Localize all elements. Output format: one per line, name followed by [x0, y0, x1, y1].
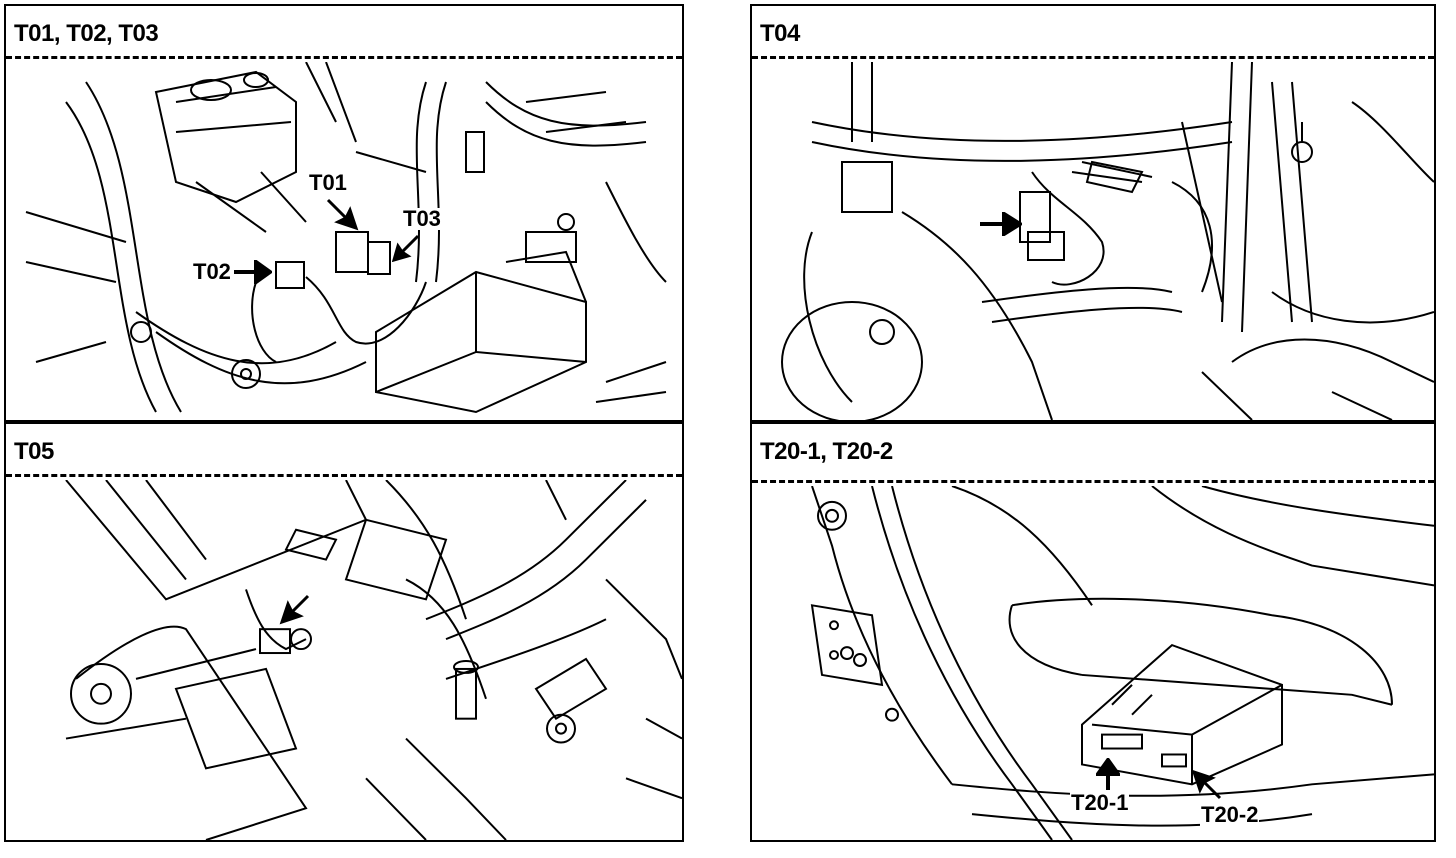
pointer-arrow-icon [1192, 770, 1222, 800]
panel-t04: T04 [750, 4, 1436, 422]
firewall-illustration [752, 62, 1434, 420]
panel-title: T05 [14, 438, 54, 465]
callout-t03: T03 [402, 206, 442, 231]
title-separator [6, 474, 682, 477]
panel-title: T04 [760, 20, 800, 47]
panel-t05: T05 [4, 422, 684, 842]
pointer-arrow-icon [980, 212, 1022, 236]
pointer-arrow-icon [234, 260, 272, 284]
pointer-arrow-icon [392, 234, 420, 262]
title-separator [752, 480, 1434, 483]
engine-bay-illustration [6, 62, 682, 420]
engine-compartment-illustration [6, 480, 682, 840]
pointer-arrow-icon [1096, 758, 1120, 790]
callout-t20-1: T20-1 [1070, 790, 1130, 815]
title-separator [6, 56, 682, 59]
panel-t20: T20-1, T20-2 T20-1 [750, 422, 1436, 842]
pointer-arrow-icon [326, 198, 359, 231]
pointer-arrow-icon [279, 594, 310, 625]
panel-title: T01, T02, T03 [14, 20, 159, 47]
callout-t02: T02 [192, 259, 232, 284]
seat-area-illustration [752, 486, 1434, 840]
callout-t01: T01 [308, 170, 348, 195]
panel-title: T20-1, T20-2 [760, 438, 893, 465]
title-separator [752, 56, 1434, 59]
callout-t20-2: T20-2 [1200, 802, 1260, 827]
panel-t01-t02-t03: T01, T02, T03 [4, 4, 684, 422]
